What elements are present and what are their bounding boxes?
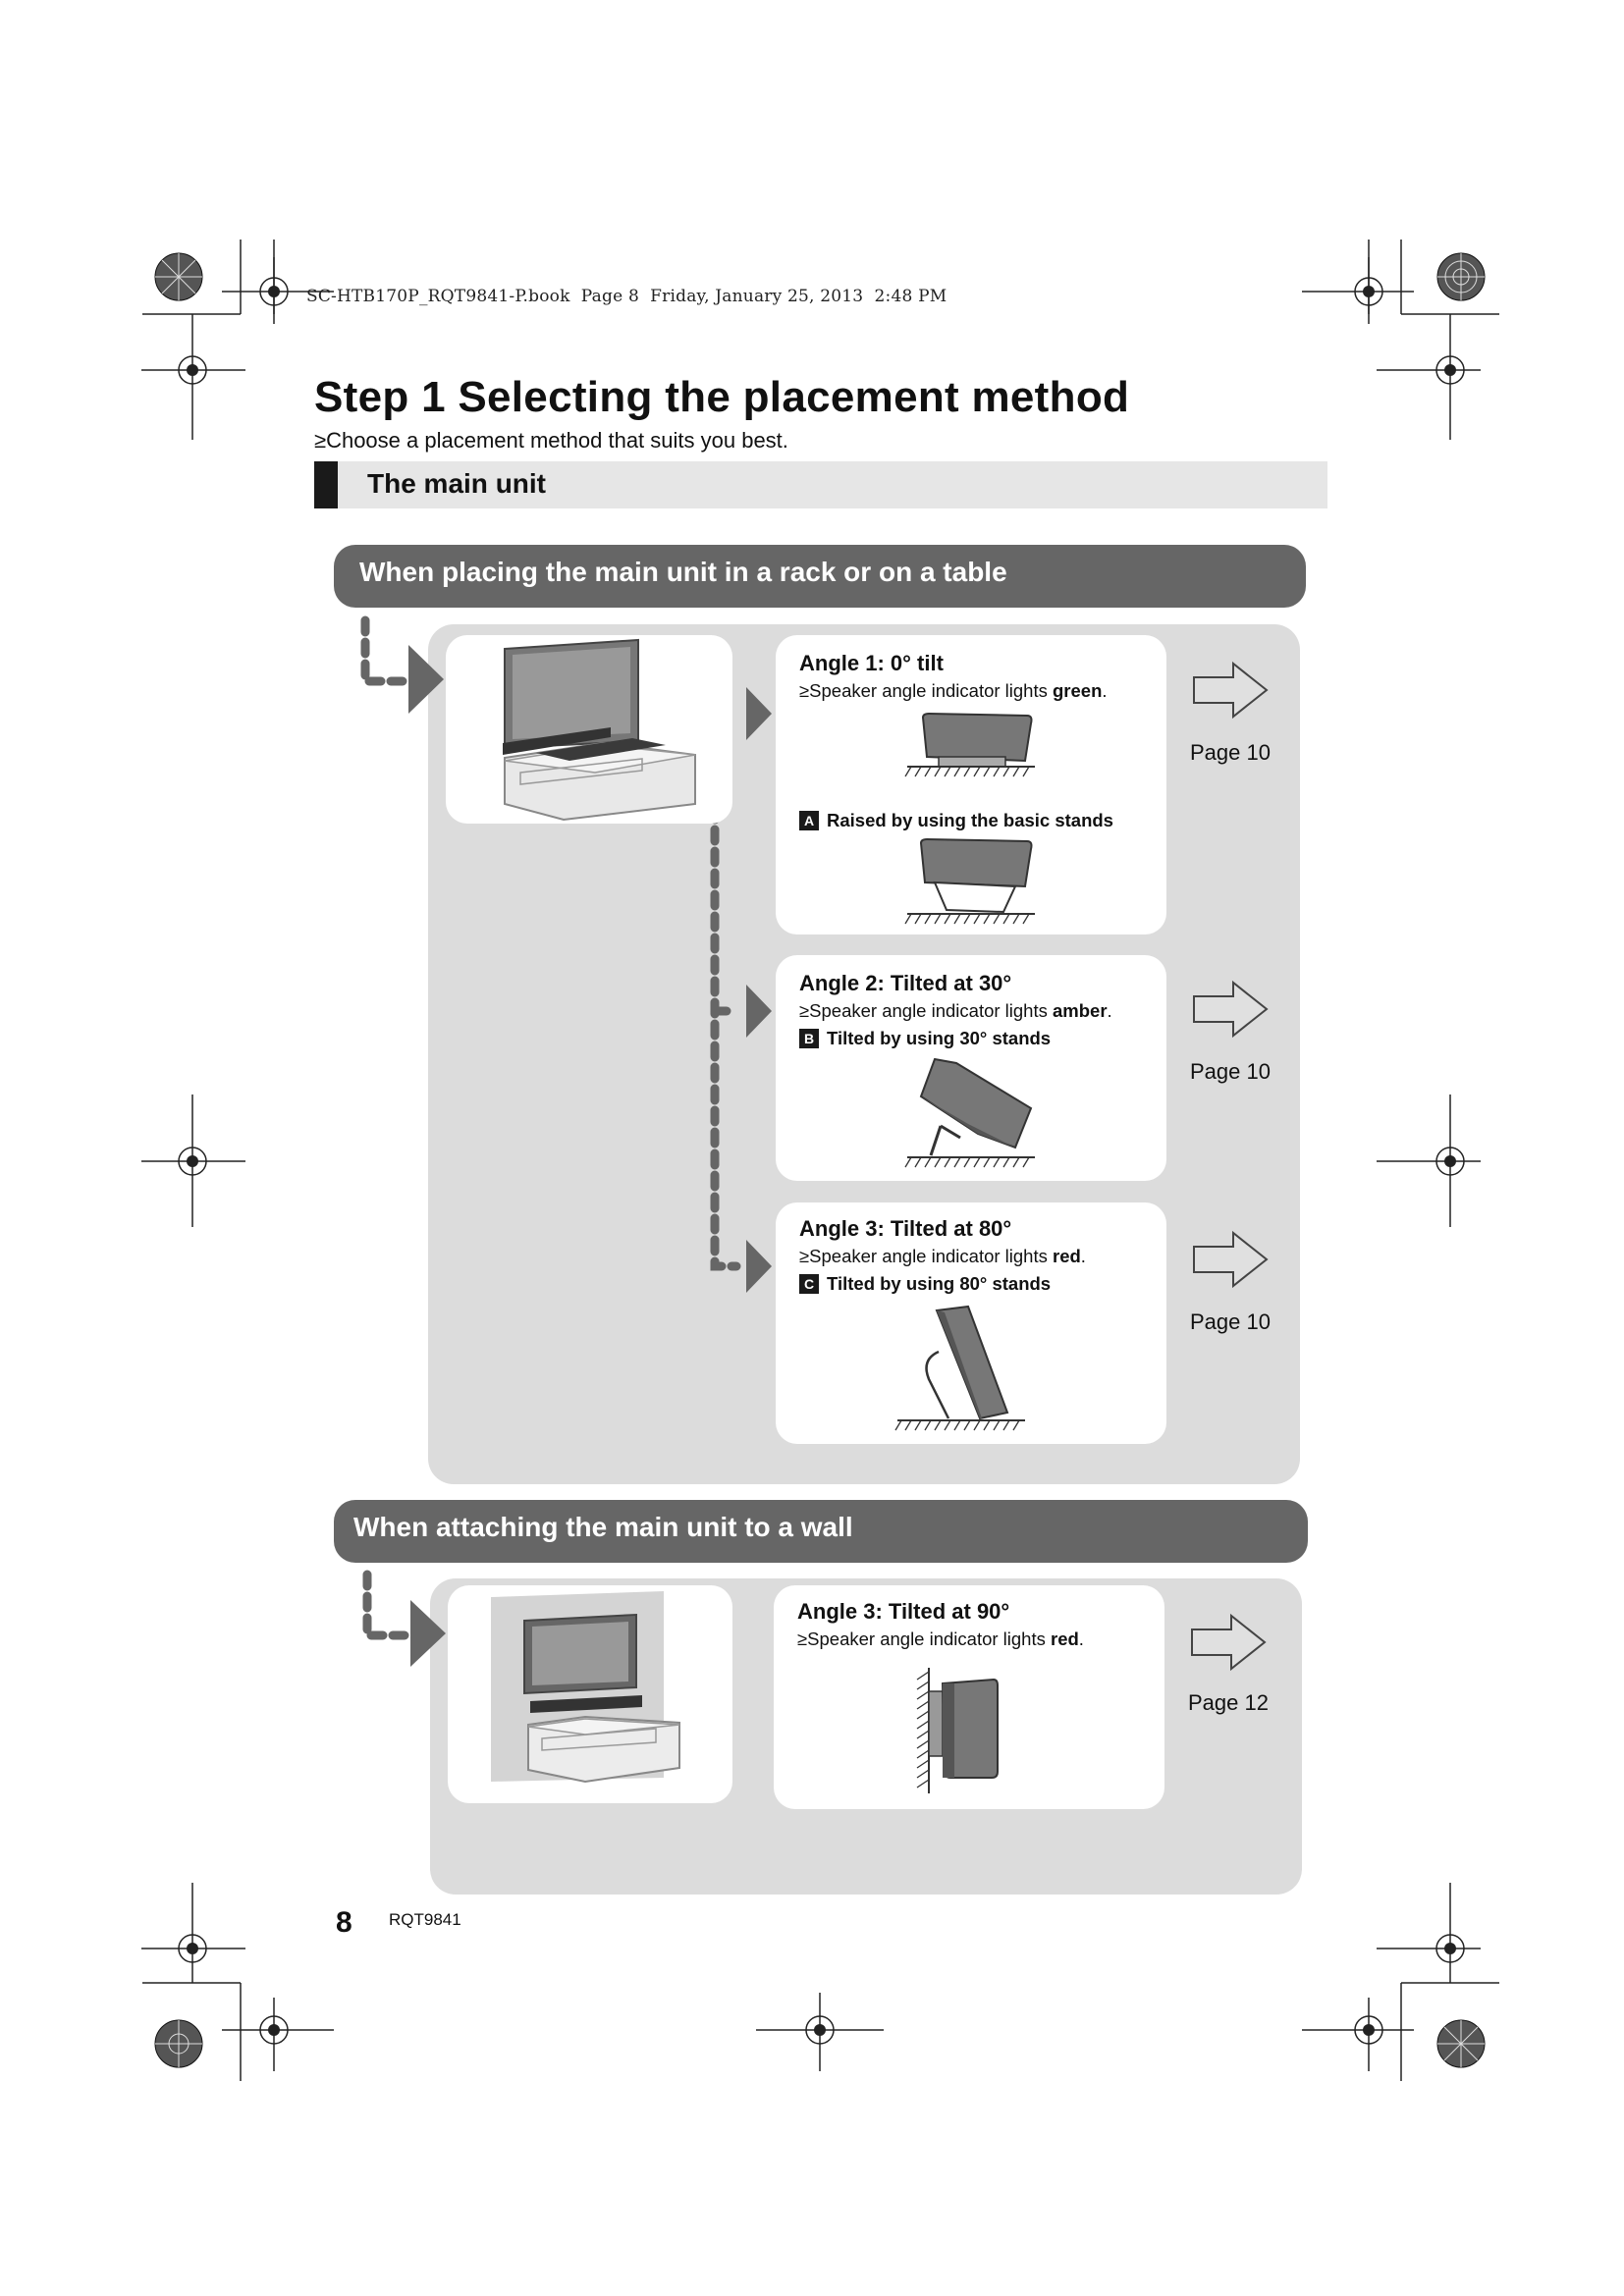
print-header-line: SC-HTB170P_RQT9841-P.book Page 8 Friday,… (306, 287, 947, 306)
speaker-30deg-illustration (904, 1057, 1035, 1168)
label-b-badge: B (799, 1029, 819, 1048)
page-ref-angle3: Page 10 (1190, 1309, 1271, 1334)
tv-rack-illustration (503, 638, 696, 822)
speaker-basic-stands-illustration (904, 837, 1035, 925)
indicator-color-red: red (1051, 1629, 1079, 1649)
intro-text: ≥Choose a placement method that suits yo… (314, 428, 788, 453)
indicator-color-amber: amber (1053, 1000, 1108, 1021)
angle1-subnote: A Raised by using the basic stands (799, 810, 1113, 831)
angle1-note: ≥Speaker angle indicator lights green. (799, 680, 1108, 701)
page-ref-angle2: Page 10 (1190, 1059, 1271, 1084)
page-number: 8 (336, 1906, 352, 1939)
angle2-subnote: B Tilted by using 30° stands (799, 1028, 1051, 1049)
tv-wall-illustration (491, 1591, 680, 1784)
arrow-right-icon (1193, 1230, 1269, 1289)
arrow-right-icon (1193, 980, 1269, 1039)
angle3-note: ≥Speaker angle indicator lights red. (799, 1246, 1086, 1266)
wall-setup-card (448, 1585, 732, 1803)
label-a-badge: A (799, 811, 819, 830)
arrow-right-icon (1193, 661, 1269, 720)
wall-header: When attaching the main unit to a wall (334, 1500, 1308, 1563)
angle3-card: Angle 3: Tilted at 80° ≥Speaker angle in… (776, 1202, 1166, 1444)
wall-angle-card: Angle 3: Tilted at 90° ≥Speaker angle in… (774, 1585, 1164, 1809)
indicator-color-green: green (1053, 680, 1103, 701)
wall-header-text: When attaching the main unit to a wall (353, 1512, 853, 1542)
indicator-color-red: red (1053, 1246, 1081, 1266)
section-marker (314, 461, 338, 508)
angle1-title: Angle 1: 0° tilt (799, 651, 944, 675)
angle2-title: Angle 2: Tilted at 30° (799, 971, 1012, 995)
wall-angle-note: ≥Speaker angle indicator lights red. (797, 1629, 1084, 1649)
rack-header: When placing the main unit in a rack or … (334, 545, 1306, 608)
angle1-card: Angle 1: 0° tilt ≥Speaker angle indicato… (776, 635, 1166, 934)
page-ref-wall: Page 12 (1188, 1690, 1269, 1715)
angle3-subnote: C Tilted by using 80° stands (799, 1273, 1051, 1295)
page-title: Step 1 Selecting the placement method (314, 373, 1130, 421)
section-header: The main unit (314, 461, 1327, 508)
label-c-badge: C (799, 1274, 819, 1294)
angle2-note: ≥Speaker angle indicator lights amber. (799, 1000, 1112, 1021)
speaker-80deg-illustration (894, 1305, 1025, 1431)
rack-setup-card (446, 635, 732, 824)
document-code: RQT9841 (389, 1910, 461, 1929)
angle3-title: Angle 3: Tilted at 80° (799, 1216, 1012, 1241)
speaker-wall-illustration (916, 1668, 999, 1793)
rack-header-text: When placing the main unit in a rack or … (359, 557, 1007, 587)
wall-angle-title: Angle 3: Tilted at 90° (797, 1599, 1010, 1624)
section-title: The main unit (367, 468, 546, 499)
angle2-card: Angle 2: Tilted at 30° ≥Speaker angle in… (776, 955, 1166, 1181)
page-ref-angle1: Page 10 (1190, 740, 1271, 765)
arrow-right-icon (1191, 1613, 1267, 1672)
speaker-flat-illustration (904, 712, 1035, 777)
